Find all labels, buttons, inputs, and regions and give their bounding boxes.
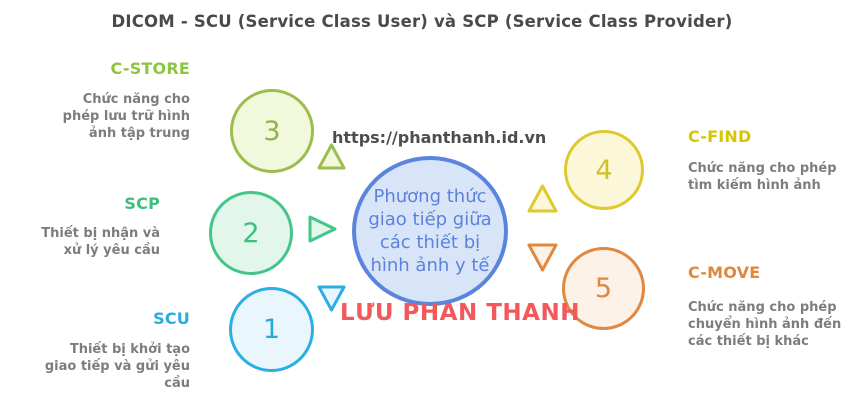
circle-number-2: 2 (242, 217, 260, 249)
c-find-label: C-FIND (688, 127, 752, 146)
circle-number-4: 4 (595, 154, 613, 186)
yellow-up-triangle-icon (527, 184, 558, 213)
center-bubble: Phương thức giao tiếp giữa các thiết bị … (352, 156, 508, 306)
c-move-description: Chức năng cho phép chuyển hình ảnh đến c… (688, 300, 842, 349)
circle-node-1: 1 (229, 287, 314, 372)
circle-number-3: 3 (263, 115, 281, 147)
c-store-label: C-STORE (110, 59, 190, 78)
scu-description: Thiết bị khởi tạo giao tiếp và gửi yêu c… (44, 342, 190, 391)
center-bubble-line4: hình ảnh y tế (370, 255, 490, 276)
circle-number-1: 1 (262, 314, 281, 345)
c-find-description: Chức năng cho phép tìm kiếm hình ảnh (688, 161, 837, 193)
circle-node-5: 5 (562, 247, 645, 330)
center-bubble-text: Phương thức giao tiếp giữa các thiết bị … (368, 185, 491, 277)
mint-right-triangle-icon (308, 215, 337, 243)
scp-label: SCP (124, 194, 160, 213)
c-move-label: C-MOVE (688, 263, 761, 282)
circle-node-3: 3 (230, 89, 314, 173)
circle-node-4: 4 (564, 130, 644, 210)
diagram-title: DICOM - SCU (Service Class User) và SCP … (111, 12, 733, 31)
watermark-url: https://phanthanh.id.vn (332, 128, 547, 147)
center-bubble-line1: Phương thức (373, 186, 487, 207)
scp-description: Thiết bị nhận và xử lý yêu cầu (41, 226, 160, 258)
scu-label: SCU (153, 309, 190, 328)
circle-number-5: 5 (594, 273, 613, 304)
center-bubble-line2: giao tiếp giữa (368, 209, 492, 230)
circle-node-2: 2 (209, 191, 293, 275)
orange-down-triangle-icon (527, 243, 558, 272)
green-up-triangle-icon (317, 143, 346, 170)
center-bubble-line3: các thiết bị (379, 232, 481, 253)
watermark-name: LƯU PHAN THANH (340, 300, 580, 326)
blue-down-triangle-icon (317, 285, 346, 312)
c-store-description: Chức năng cho phép lưu trữ hình ảnh tập … (62, 92, 190, 141)
